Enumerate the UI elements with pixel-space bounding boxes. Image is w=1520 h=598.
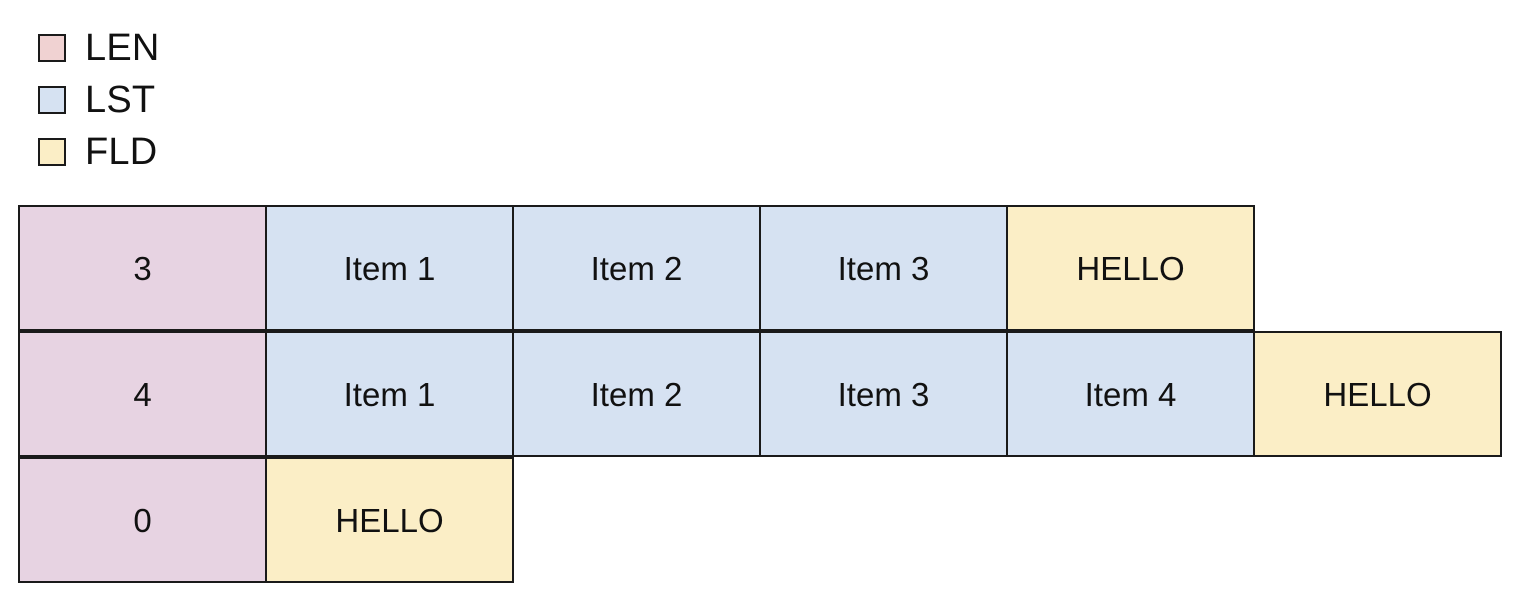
table-cell-len: 0 [18, 457, 267, 583]
table-cell-fld: HELLO [1006, 205, 1255, 331]
table-cell-lst: Item 1 [265, 205, 514, 331]
table-cell-lst: Item 2 [512, 205, 761, 331]
table-cell-lst: Item 4 [1006, 331, 1255, 457]
table-cell-lst: Item 1 [265, 331, 514, 457]
legend-label-lst: LST [85, 79, 156, 121]
legend-item-len: LEN [38, 22, 438, 74]
legend-swatch-len [38, 34, 66, 62]
legend-swatch-lst [38, 86, 66, 114]
legend-item-fld: FLD [38, 126, 438, 178]
table-cell-fld: HELLO [1253, 331, 1502, 457]
table-cell-len: 3 [18, 205, 267, 331]
table-cell-lst: Item 3 [759, 331, 1008, 457]
legend-swatch-fld [38, 138, 66, 166]
table-cell-len: 4 [18, 331, 267, 457]
table-cell-lst: Item 2 [512, 331, 761, 457]
table-cell-lst: Item 3 [759, 205, 1008, 331]
legend-item-lst: LST [38, 74, 438, 126]
legend-label-fld: FLD [85, 131, 158, 173]
legend-label-len: LEN [85, 27, 160, 69]
table-cell-fld: HELLO [265, 457, 514, 583]
legend: LEN LST FLD [38, 22, 438, 178]
